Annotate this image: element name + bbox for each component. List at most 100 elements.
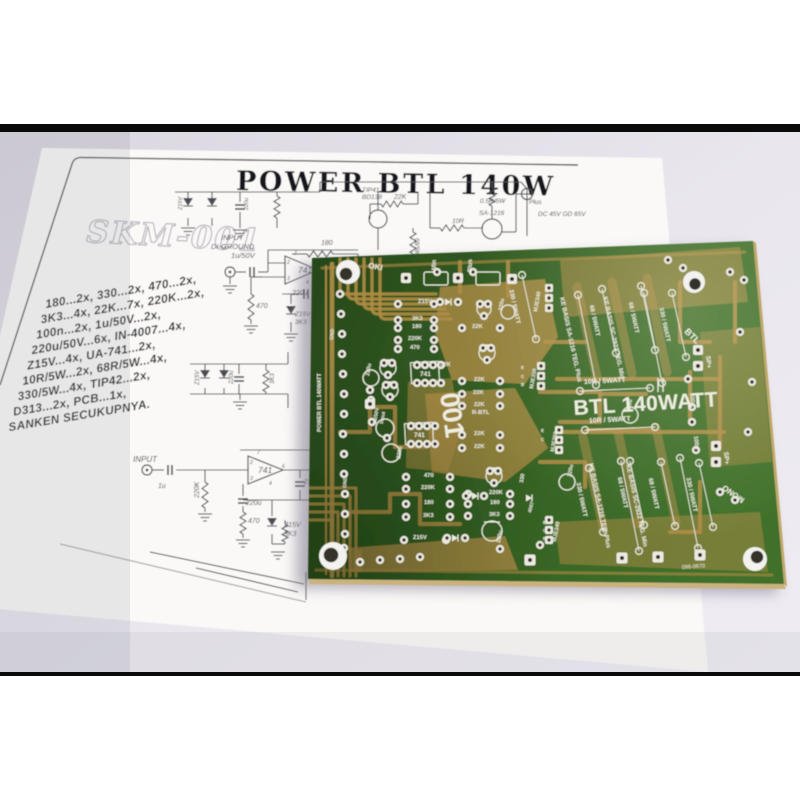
bottom-divider — [0, 672, 800, 676]
schematic-label: 7 — [257, 450, 260, 456]
schematic-label: 220u — [245, 500, 262, 507]
pcb-silkscreen-label: 3K3 — [412, 316, 423, 322]
pcb-silkscreen-label: 220K — [489, 490, 504, 496]
schematic-label: 3K3 — [270, 373, 276, 384]
pcb-silkscreen-label: 001 — [434, 391, 470, 440]
pcb-silkscreen-label: 741 — [414, 432, 425, 439]
pcb-silkscreen-label: B — [521, 382, 525, 387]
schematic-label: 1u — [158, 483, 166, 490]
schematic-label: 0.5R/5W — [480, 198, 506, 205]
pcb-silkscreen-label: R-BTL — [472, 410, 490, 416]
pcb-silkscreen-label: GND — [342, 476, 349, 488]
pcb-silkscreen-label: MJE350 — [550, 431, 559, 452]
pcb-silkscreen-label: C — [521, 374, 525, 379]
pcb-silkscreen-label: POWER BTL 140WATT — [317, 373, 323, 432]
schematic-label: 4 — [269, 481, 272, 487]
pcb-silkscreen-label: 180 — [424, 500, 434, 506]
schematic-label: 220u — [229, 370, 235, 385]
pcb-silkscreen-label: 22K — [474, 444, 485, 450]
pcb-silkscreen-label: 100n — [688, 393, 695, 407]
pcb-silkscreen-label: 220u — [626, 399, 634, 412]
photo-area: SKM-001 POWER BTL 140W 180...2x, 330...2… — [0, 132, 800, 672]
schematic-label: INPUT — [133, 455, 158, 464]
schematic-label: TIP41 — [362, 187, 380, 194]
pcb-silkscreen-label: 10R / 5WATT — [589, 416, 632, 425]
schematic-label: Z15V — [283, 522, 302, 529]
pcb-silkscreen-label: E — [543, 520, 546, 525]
pcb-silkscreen-label: 180 — [412, 324, 422, 330]
vignette-left — [0, 132, 130, 672]
schematic-label: 3K3 — [284, 531, 297, 538]
schematic-label: BD139 — [362, 194, 382, 201]
schematic-label: DC 45V GD 65V — [538, 211, 586, 218]
schematic-label: Plus — [529, 199, 542, 206]
schematic-label: INPUT — [221, 233, 245, 242]
pcb-silkscreen-label: C — [541, 437, 545, 442]
pcb-silkscreen-label: 22K — [472, 324, 483, 330]
schematic-label: 2 — [286, 260, 290, 266]
schematic-border-bottom — [59, 543, 307, 603]
pcb-silkscreen-label: B — [543, 536, 547, 541]
schematic-label: 470 — [248, 518, 260, 525]
vignette-bottom — [0, 632, 800, 672]
pcb-silkscreen-label: 180 — [490, 500, 500, 506]
pcb-silkscreen-label: C — [543, 528, 547, 533]
schematic-label: SA-1216 — [479, 210, 505, 217]
pcb-silkscreen-label: 220u — [567, 464, 575, 477]
pcb-silkscreen-label: 22K — [440, 362, 451, 368]
pcb-silkscreen-label: 220u — [496, 530, 504, 543]
pcb-silkscreen-label: E — [541, 428, 544, 433]
schematic-label: 3 — [287, 276, 290, 282]
pcb-silkscreen-label: 1u/50V — [372, 407, 381, 425]
pcb-silkscreen-label: MJE350 — [529, 368, 538, 389]
pcb-edge-bottom — [308, 579, 786, 589]
schematic-label: 68/5W — [413, 238, 419, 257]
pcb-silkscreen-label: 22K — [473, 390, 484, 396]
pcb-silkscreen-label: Plus — [468, 259, 474, 272]
schematic-border — [0, 156, 579, 386]
pcb-silkscreen-label: 330 — [519, 473, 527, 483]
pcb-silkscreen-label: 220K — [421, 485, 436, 491]
pcb-silkscreen-label: 10R / 5WATT — [584, 377, 627, 386]
schematic-label: 2 — [249, 460, 253, 466]
pcb-silkscreen-label: 741 — [420, 371, 431, 378]
pcb-silkscreen-label: 22K — [474, 431, 485, 437]
pcb-silkscreen-label: 220u — [396, 446, 404, 459]
pcb-silkscreen-label: SP+ — [722, 452, 730, 465]
pcb-silkscreen-label: Input — [379, 411, 387, 424]
schematic-label: 3 — [250, 476, 253, 482]
pcb-edge-right — [753, 241, 787, 587]
pcb-silkscreen-label: MJE340 — [533, 291, 542, 312]
bottom-white-band — [0, 676, 800, 800]
pcb-silkscreen-label: Z15V — [418, 299, 432, 305]
top-white-band — [0, 0, 800, 124]
schematic-label: 470 — [256, 303, 268, 310]
schematic-label: 22K — [393, 194, 407, 201]
schematic-label: Z15V — [178, 196, 184, 211]
top-divider — [0, 124, 800, 132]
pcb-silkscreen-label: 3K3 — [423, 513, 434, 519]
schematic-label: 741 — [258, 465, 272, 475]
pcb-pads — [335, 255, 757, 567]
schematic-label: 6 — [282, 464, 285, 470]
pcb-silkscreen-label: 22K — [474, 402, 485, 408]
photo-svg: SKM-001 POWER BTL 140W 180...2x, 330...2… — [0, 132, 800, 672]
pcb-mounting-holes — [319, 260, 767, 571]
pcb-silkscreen-label: Z15V — [413, 535, 427, 541]
pcb-silkscreen-label: 100n — [692, 436, 699, 450]
schematic-label: 220u — [244, 198, 250, 211]
pcb-silkscreen-label: 220K — [408, 336, 423, 342]
pcb-silkscreen-label: 470 — [410, 345, 420, 351]
pcb-silkscreen-label: 3K3 — [489, 512, 500, 518]
schematic-label: Z15V — [195, 370, 201, 386]
pcb-silkscreen-label: E — [521, 365, 524, 370]
schematic-label: 220u — [291, 290, 308, 297]
pcb-silkscreen-label: MJE340 — [552, 521, 561, 542]
pcb-silkscreen-label: Min — [432, 259, 438, 270]
paper-title: POWER BTL 140W — [236, 166, 556, 203]
schematic-label: 180 — [321, 240, 333, 247]
schematic-label: 10R — [452, 218, 464, 225]
pcb-silkscreen-label: 096-0670 — [682, 563, 706, 571]
